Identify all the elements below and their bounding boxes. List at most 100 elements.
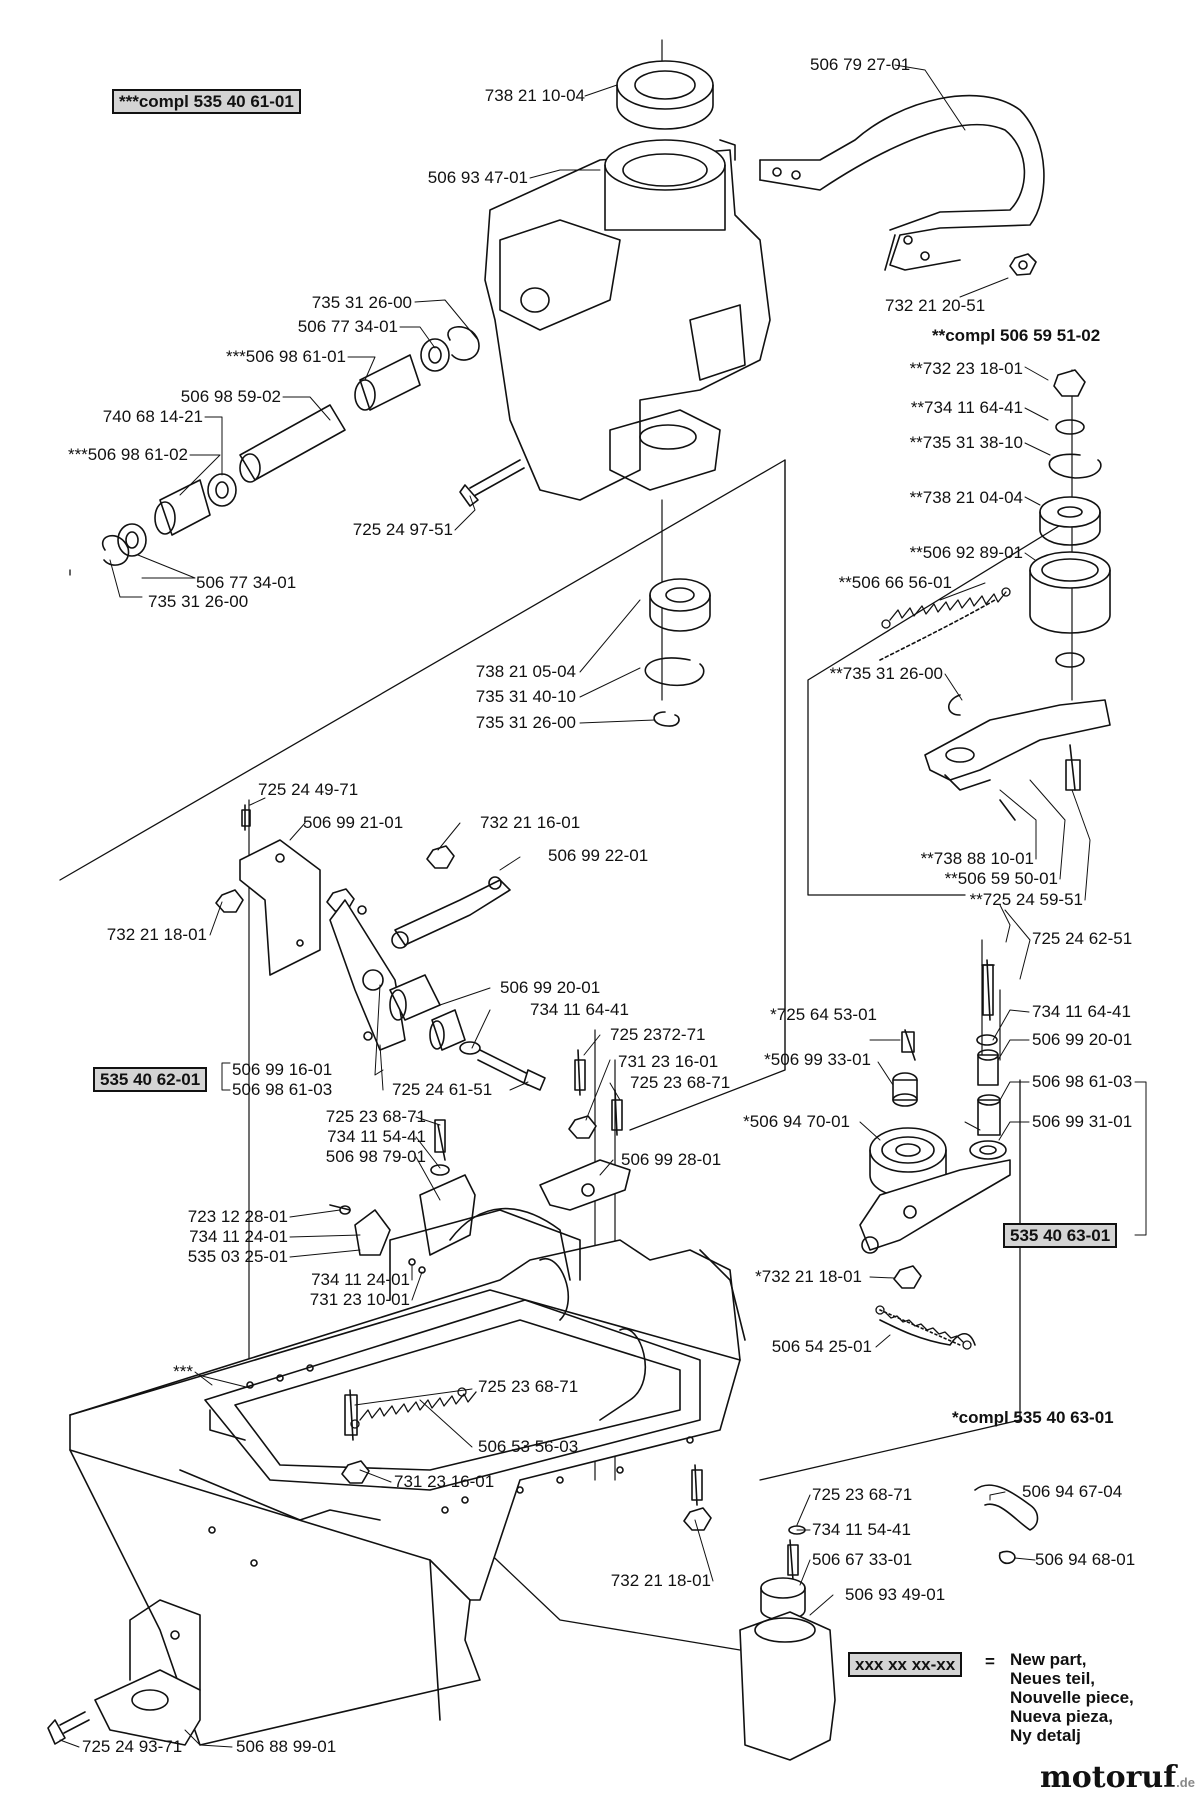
- part-label: 535 03 25-01: [187, 1247, 288, 1266]
- part-label: 735 31 26-00: [311, 293, 412, 312]
- part-label: 732 21 20-51: [885, 296, 986, 315]
- part-label: 734 11 64-41: [1032, 1002, 1131, 1021]
- part-label: **735 31 38-10: [909, 433, 1023, 452]
- part-label: 732 21 18-01: [106, 925, 207, 944]
- part-label: **738 88 10-01: [920, 849, 1034, 868]
- watermark-main: motoruf: [1040, 1760, 1177, 1795]
- part-label: 506 94 68-01: [1035, 1550, 1136, 1569]
- part-label: 725 24 61-51: [392, 1080, 493, 1099]
- part-label: *506 99 33-01: [764, 1050, 871, 1069]
- part-label: 725 2372-71: [610, 1025, 706, 1044]
- right-pulley-shapes: [859, 959, 1011, 1346]
- part-label: 738 21 10-04: [484, 86, 585, 105]
- part-label: **735 31 26-00: [829, 664, 943, 683]
- part-label: 731 23 16-01: [394, 1472, 495, 1491]
- part-label: 731 23 16-01: [618, 1052, 719, 1071]
- spring-shapes: [350, 587, 1011, 1429]
- part-label: 506 94 67-04: [1022, 1482, 1123, 1501]
- exploded-view-frame: [59, 459, 1086, 1651]
- housing-casting-shape: [484, 139, 771, 501]
- part-label: 731 23 10-01: [309, 1290, 410, 1309]
- part-label: 725 23 68-71: [812, 1485, 913, 1504]
- part-label: **734 11 64-41: [910, 398, 1023, 417]
- part-label: 506 67 33-01: [812, 1550, 913, 1569]
- part-label: 738 21 05-04: [475, 662, 576, 681]
- part-label: 506 99 20-01: [500, 978, 601, 997]
- part-label: **506 92 89-01: [909, 543, 1023, 562]
- assembly-box-535-40-62: 535 40 62-01: [93, 1067, 208, 1092]
- part-label: 740 68 14-21: [102, 407, 203, 426]
- part-label: 723 12 28-01: [187, 1207, 288, 1226]
- part-label: 506 98 61-03: [1032, 1072, 1133, 1091]
- part-label: *725 64 53-01: [770, 1005, 877, 1024]
- part-label: 506 93 49-01: [845, 1585, 946, 1604]
- part-label: **506 59 50-01: [944, 869, 1058, 888]
- right-stack-shapes: [879, 369, 1111, 821]
- part-label: ***506 98 61-01: [225, 347, 346, 366]
- part-label: **506 66 56-01: [838, 573, 952, 592]
- compl-535-40-63-label: *compl 535 40 63-01: [952, 1408, 1114, 1427]
- part-label: 506 98 59-02: [180, 387, 281, 406]
- legend-box: xxx xx xx-xx: [848, 1652, 963, 1677]
- part-label: 506 99 20-01: [1032, 1030, 1133, 1049]
- part-label: **725 24 59-51: [969, 890, 1083, 909]
- part-label: 735 31 40-10: [475, 687, 576, 706]
- nut-shape: [1009, 253, 1037, 276]
- bearing-top-shape: [616, 60, 714, 130]
- part-label: 506 53 56-03: [478, 1437, 579, 1456]
- part-label: 725 23 68-71: [478, 1377, 579, 1396]
- part-label: 725 24 93-71: [82, 1737, 183, 1756]
- part-label: 725 24 62-51: [1032, 929, 1133, 948]
- compl-assembly-label: ***compl 535 40 61-01: [112, 89, 301, 114]
- mounting-bracket-shapes: [47, 1599, 201, 1746]
- compl-506-59-51-label: **compl 506 59 51-02: [932, 326, 1101, 345]
- part-label: *732 21 18-01: [755, 1267, 862, 1286]
- part-label: 506 79 27-01: [810, 55, 911, 74]
- legend-text: New part, Neues teil, Nouvelle piece, Nu…: [1010, 1650, 1134, 1745]
- part-label: 725 23 68-71: [325, 1107, 426, 1126]
- part-label: 734 11 64-41: [530, 1000, 629, 1019]
- legend-line-2: Neues teil,: [1010, 1669, 1096, 1688]
- part-label: 732 21 16-01: [480, 813, 581, 832]
- part-label: 506 98 79-01: [325, 1147, 426, 1166]
- legend-equals: =: [985, 1652, 995, 1671]
- part-label: 725 24 97-51: [352, 520, 453, 539]
- part-label: 506 88 99-01: [236, 1737, 337, 1756]
- part-label: 732 21 18-01: [610, 1571, 711, 1590]
- part-label: 734 11 24-01: [189, 1227, 288, 1246]
- part-label: 506 98 61-03: [232, 1080, 333, 1099]
- part-label: 734 11 54-41: [327, 1127, 426, 1146]
- legend-line-3: Nouvelle piece,: [1010, 1688, 1134, 1707]
- part-label: ***506 98 61-02: [67, 445, 188, 464]
- strap-bracket-shape: [759, 94, 1045, 271]
- part-label: 735 31 26-00: [475, 713, 576, 732]
- part-label: **738 21 04-04: [909, 488, 1023, 507]
- part-label: 506 93 47-01: [427, 168, 528, 187]
- hose-shapes: [974, 1484, 1039, 1565]
- part-label: 506 77 34-01: [297, 317, 398, 336]
- part-label: 506 99 16-01: [232, 1060, 333, 1079]
- part-label: 734 11 54-41: [812, 1520, 911, 1539]
- assembly-box-535-40-63: 535 40 63-01: [1003, 1223, 1118, 1248]
- part-label: 506 99 28-01: [621, 1150, 722, 1169]
- part-label: 506 99 22-01: [548, 846, 649, 865]
- part-label: 506 77 34-01: [196, 573, 297, 592]
- part-label: 735 31 26-00: [148, 592, 249, 611]
- part-label: 506 99 31-01: [1032, 1112, 1133, 1131]
- leader-lines: [59, 64, 1091, 1748]
- watermark: motoruf.de: [1040, 1760, 1195, 1795]
- oil-tank-shapes: [739, 1577, 836, 1761]
- part-label: **732 23 18-01: [909, 359, 1023, 378]
- part-label: 725 24 49-71: [258, 780, 359, 799]
- part-label: 725 23 68-71: [630, 1073, 731, 1092]
- left-bracket-shapes: [215, 804, 546, 1091]
- part-label: 506 54 25-01: [771, 1337, 872, 1356]
- part-label: *506 94 70-01: [743, 1112, 850, 1131]
- legend-line-4: Nueva pieza,: [1010, 1707, 1113, 1726]
- legend-line-5: Ny detalj: [1010, 1726, 1081, 1745]
- part-label: 734 11 24-01: [311, 1270, 410, 1289]
- part-label: 506 99 21-01: [303, 813, 404, 832]
- watermark-suffix: .de: [1176, 1775, 1195, 1790]
- bolt-shape: [459, 459, 525, 507]
